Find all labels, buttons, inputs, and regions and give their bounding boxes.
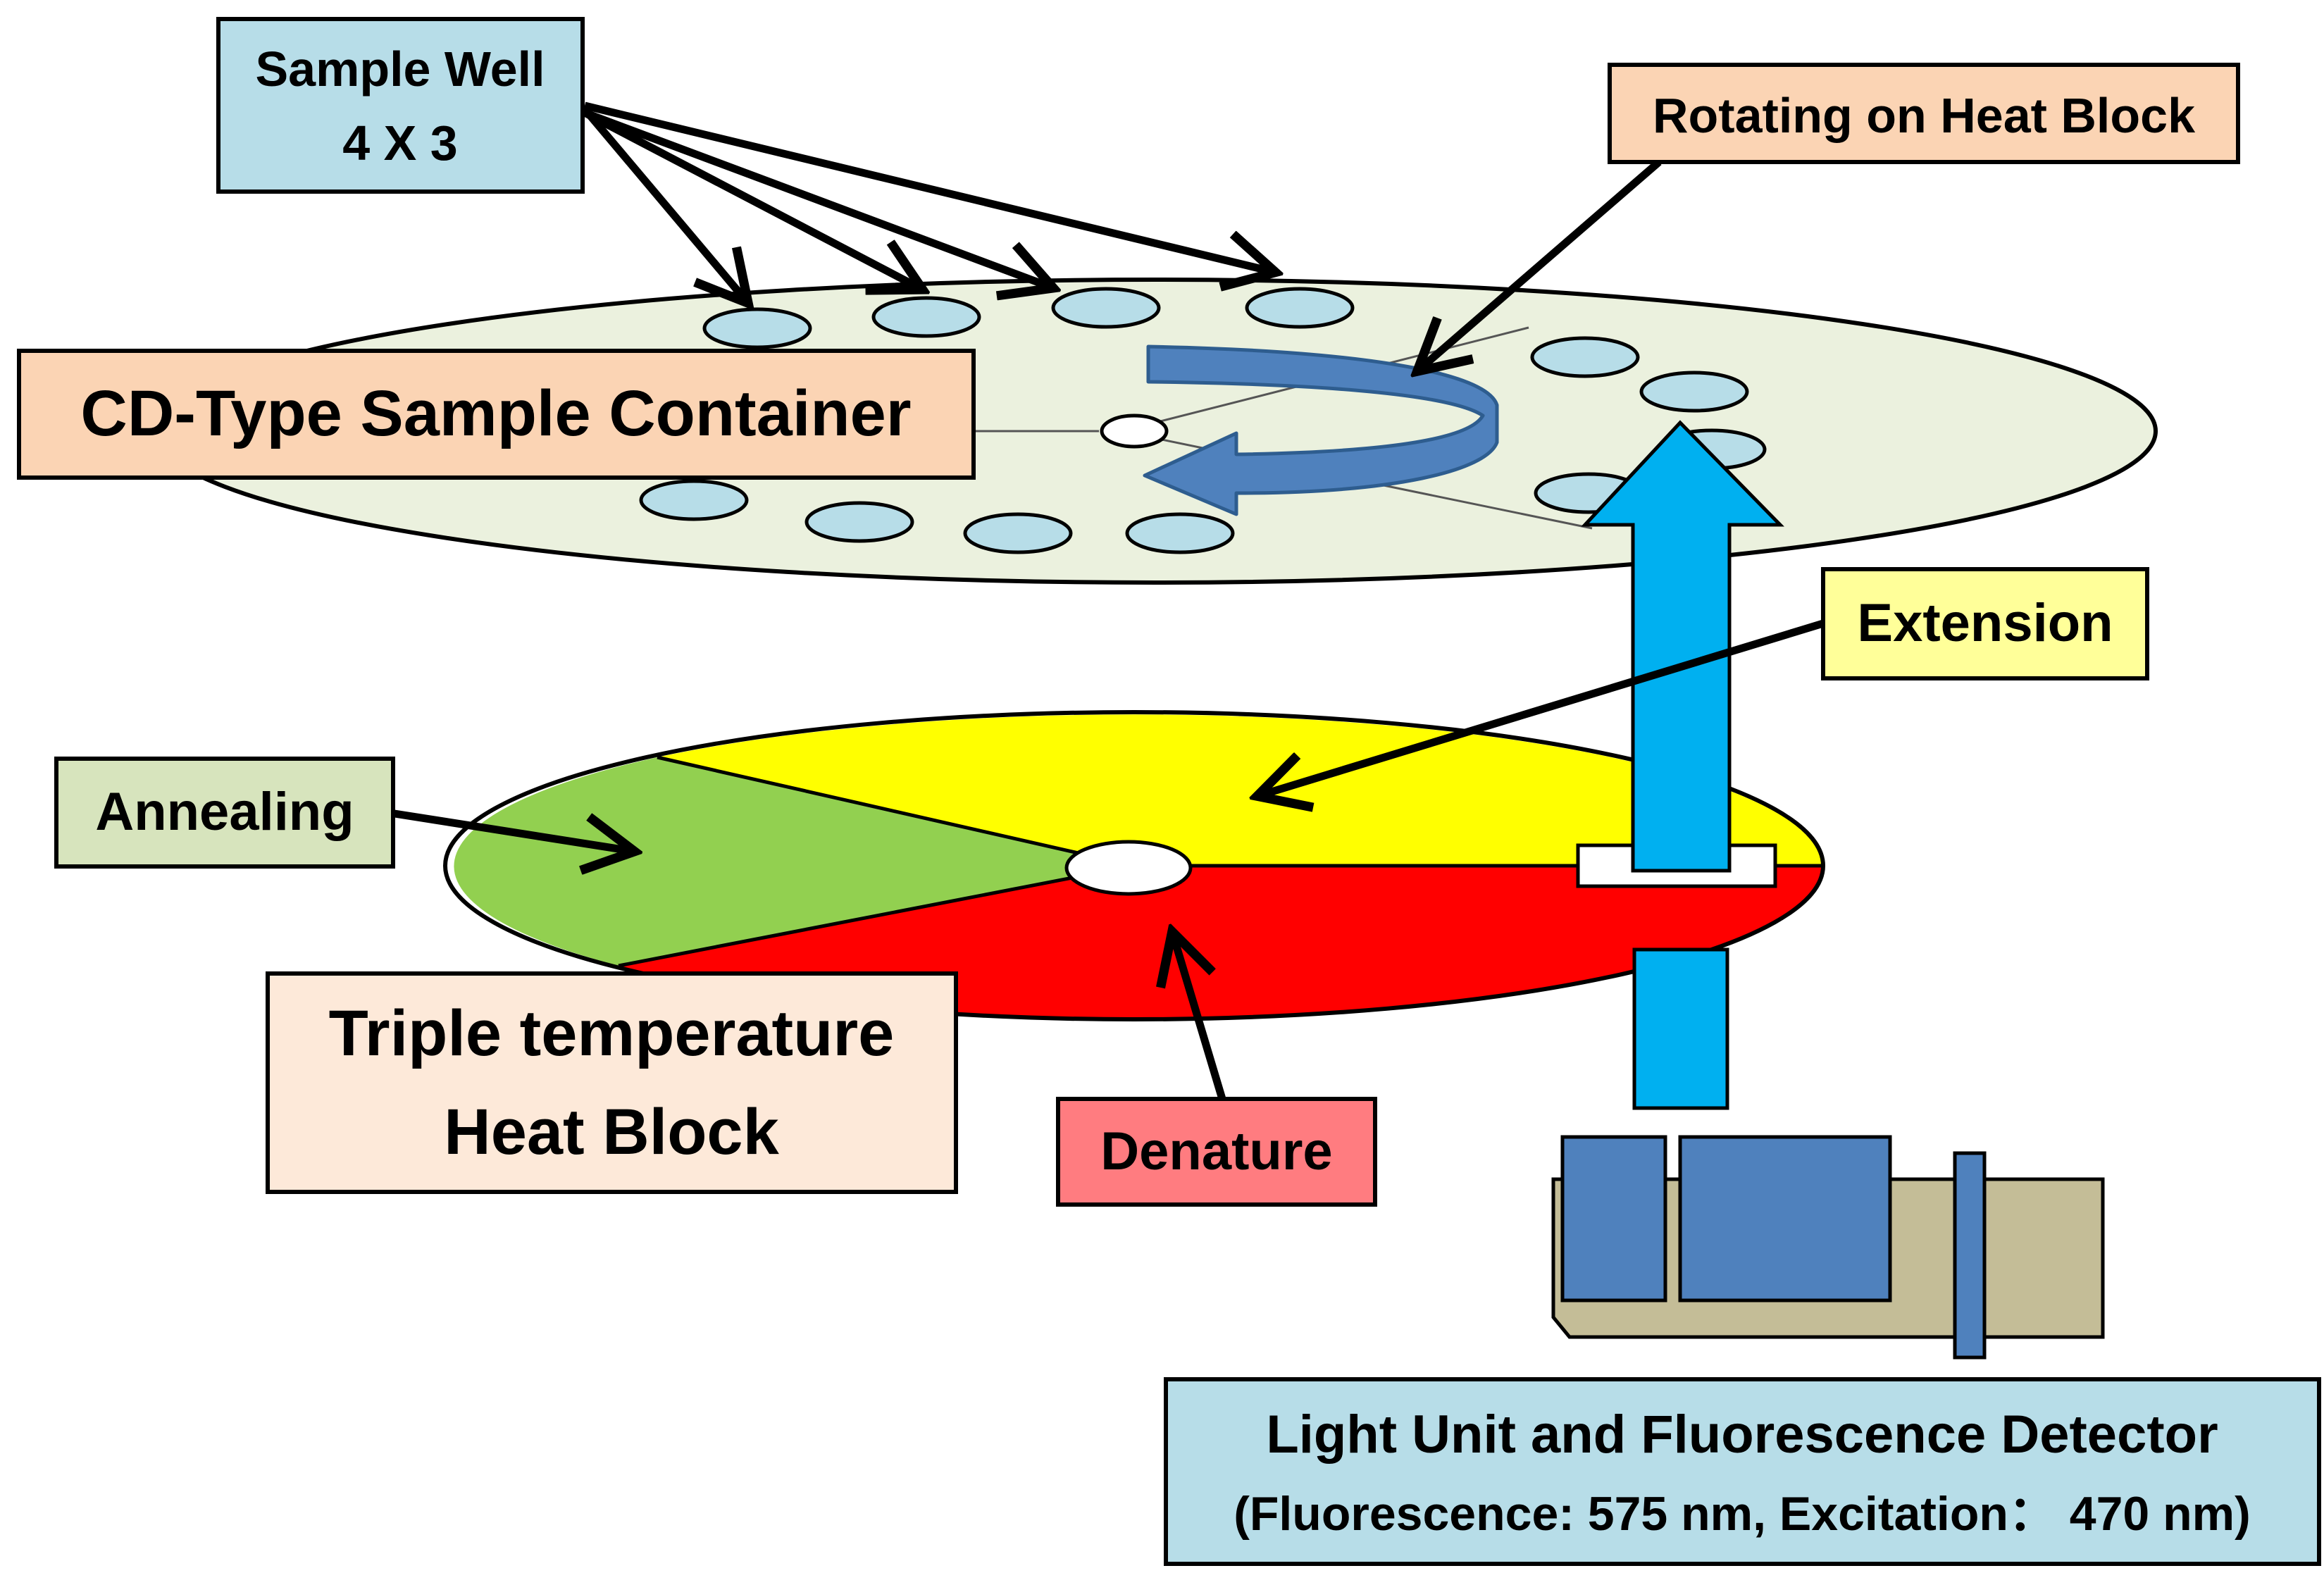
sample-well — [1125, 512, 1235, 554]
light-unit-device — [1551, 1135, 2105, 1360]
pointer-arrow — [581, 106, 743, 297]
pointer-arrow — [583, 108, 1046, 285]
extension-zone — [657, 714, 1823, 866]
light-beam-arrow-icon — [1576, 420, 1784, 1110]
rotating-text: Rotating on Heat Block — [1653, 88, 2195, 143]
pointer-arrow — [1174, 939, 1226, 1100]
sample-well — [702, 307, 812, 349]
cd-center-hole — [1100, 414, 1169, 449]
detector-block — [1678, 1135, 1892, 1302]
heat-block-subtitle: Heat Block — [444, 1096, 779, 1168]
rotating-box — [1608, 63, 2240, 164]
heat-block-title: Triple temperature — [329, 997, 895, 1069]
cd-container-text: CD-Type Sample Container — [80, 378, 911, 449]
denature-text: Denature — [1100, 1121, 1332, 1181]
heat-block-center-hole — [1064, 840, 1193, 896]
light-unit-specs: (Fluorescence: 575 nm, Excitation： 470 n… — [1234, 1487, 2251, 1541]
light-unit-title: Light Unit and Fluorescence Detector — [1266, 1405, 2218, 1465]
label-heat-block: Triple temperature Heat Block — [266, 971, 958, 1194]
extension-text: Extension — [1857, 593, 2113, 653]
sample-well — [963, 512, 1073, 554]
label-sample-well: Sample Well 4 X 3 — [216, 17, 585, 194]
sample-well — [871, 296, 981, 338]
sample-well — [1530, 336, 1640, 378]
sample-well-box — [216, 17, 585, 194]
sample-well — [804, 501, 914, 543]
annealing-text: Annealing — [95, 782, 354, 842]
label-annealing: Annealing — [54, 757, 395, 869]
pointer-arrow — [1423, 158, 1662, 366]
pointer-arrow — [583, 101, 1268, 271]
sample-well — [1245, 287, 1355, 329]
zone-divider — [657, 755, 1135, 868]
annealing-box — [54, 757, 395, 869]
light-beam-shaft — [1632, 947, 1729, 1110]
heat-block-outline — [443, 710, 1825, 1021]
detector-block — [1560, 1135, 1667, 1302]
pointer-arrows — [394, 101, 1825, 1100]
label-cd-container: CD-Type Sample Container — [17, 349, 976, 480]
extension-box — [1821, 567, 2149, 680]
label-denature: Denature — [1056, 1097, 1377, 1207]
pointer-arrow — [583, 109, 916, 286]
sample-well — [1639, 371, 1749, 413]
light-unit-box — [1164, 1377, 2321, 1566]
detector-ring — [1953, 1151, 1987, 1360]
sample-well — [639, 479, 749, 521]
label-extension: Extension — [1821, 567, 2149, 680]
sample-well-title: Sample Well — [255, 42, 545, 97]
denature-box — [1056, 1097, 1377, 1207]
sample-well-count: 4 X 3 — [342, 116, 457, 170]
label-light-unit: Light Unit and Fluorescence Detector (Fl… — [1164, 1377, 2321, 1566]
label-rotating: Rotating on Heat Block — [1608, 63, 2240, 164]
cd-container-box — [17, 349, 976, 480]
light-beam-arrowhead — [1581, 420, 1784, 873]
sample-well — [1051, 287, 1161, 329]
pointer-arrow — [1264, 619, 1825, 794]
zone-divider — [618, 864, 1135, 968]
annealing-zone — [454, 757, 1134, 966]
heat-block-box — [266, 971, 958, 1194]
sample-wells — [639, 287, 1767, 554]
pointer-arrow — [394, 809, 627, 850]
